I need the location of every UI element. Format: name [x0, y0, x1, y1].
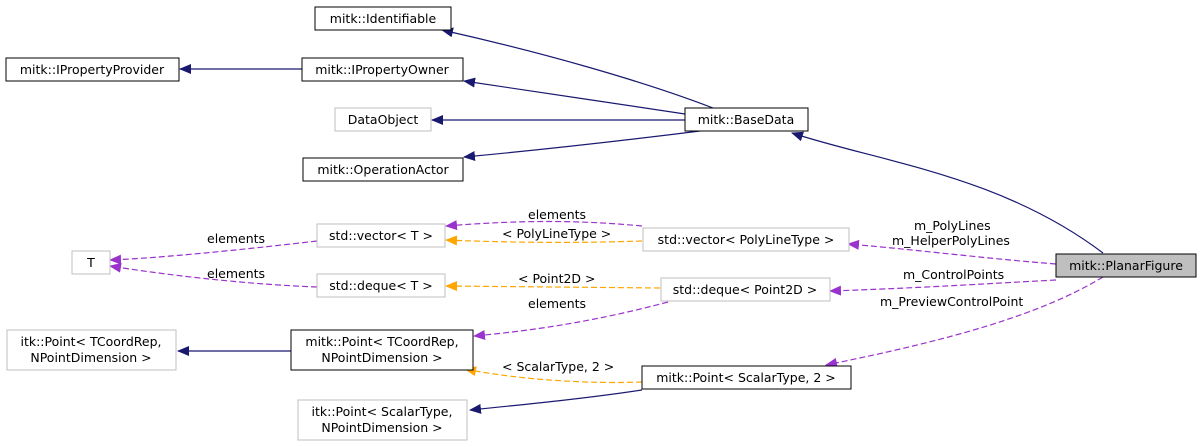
node-mitk-basedata[interactable]: mitk::BaseData	[684, 107, 809, 132]
svg-text:mitk::Point< TCoordRep,: mitk::Point< TCoordRep,	[305, 334, 458, 349]
node-std-deque-t[interactable]: std::deque< T >	[316, 273, 446, 298]
node-mitk-identifiable[interactable]: mitk::Identifiable	[314, 6, 452, 31]
edge-label-poly-lines: m_PolyLines	[914, 218, 991, 233]
svg-text:mitk::IPropertyOwner: mitk::IPropertyOwner	[315, 62, 449, 77]
node-std-vector-t[interactable]: std::vector< T >	[316, 223, 446, 248]
node-itk-point-scalartype[interactable]: itk::Point< ScalarType, NPointDimension …	[297, 399, 468, 441]
edge-planarfigure-to-basedata	[791, 131, 1104, 254]
edge-planarfigure-to-mitkpointscalar	[825, 276, 1104, 368]
edge-label-preview-control-point: m_PreviewControlPoint	[880, 294, 1023, 309]
svg-text:mitk::IPropertyProvider: mitk::IPropertyProvider	[20, 62, 165, 77]
svg-text:DataObject: DataObject	[348, 112, 419, 127]
edge-mitkpointscalar-to-mitkpoint-template	[464, 366, 643, 384]
node-mitk-ipropertyowner[interactable]: mitk::IPropertyOwner	[301, 57, 464, 82]
svg-text:NPointDimension >: NPointDimension >	[30, 350, 151, 365]
node-mitk-point-tcoordrep[interactable]: mitk::Point< TCoordRep, NPointDimension …	[290, 329, 474, 371]
node-mitk-ipropertyprovider[interactable]: mitk::IPropertyProvider	[5, 57, 180, 82]
node-itk-point-tcoordrep[interactable]: itk::Point< TCoordRep, NPointDimension >	[6, 329, 177, 371]
svg-text:mitk::Point< ScalarType, 2 >: mitk::Point< ScalarType, 2 >	[656, 370, 836, 385]
edge-basedata-to-operationactor	[463, 130, 701, 161]
svg-text:std::vector< T >: std::vector< T >	[329, 228, 433, 243]
edge-planarfigure-to-dequepoint2d	[829, 279, 1057, 296]
edge-label-point-elements: elements	[528, 296, 586, 311]
edge-label-polyline-type: < PolyLineType >	[502, 226, 611, 241]
edge-dequepoint2d-to-dequet-template	[445, 281, 661, 292]
svg-text:NPointDimension >: NPointDimension >	[321, 420, 442, 435]
edge-label-t-elements-vector: elements	[207, 231, 265, 246]
svg-text:itk::Point< TCoordRep,: itk::Point< TCoordRep,	[20, 334, 161, 349]
svg-text:NPointDimension >: NPointDimension >	[321, 350, 442, 365]
node-mitk-point-scalartype-2[interactable]: mitk::Point< ScalarType, 2 >	[641, 365, 852, 390]
edge-dequepoint2d-to-mitkpoint	[473, 301, 669, 340]
edge-vectort-to-t	[109, 240, 318, 265]
svg-text:std::deque< T >: std::deque< T >	[329, 278, 432, 293]
svg-text:mitk::PlanarFigure: mitk::PlanarFigure	[1069, 258, 1183, 273]
edge-label-control-points: m_ControlPoints	[903, 267, 1004, 282]
edge-vectorpolyline-to-vectort	[445, 220, 643, 231]
node-dataobject[interactable]: DataObject	[334, 107, 432, 132]
svg-text:itk::Point< ScalarType,: itk::Point< ScalarType,	[312, 404, 453, 419]
svg-text:std::deque< Point2D >: std::deque< Point2D >	[673, 282, 817, 297]
edge-label-t-elements-deque: elements	[207, 266, 265, 281]
edge-vectorpolyline-to-vectort-template	[445, 235, 643, 246]
node-std-deque-point2d[interactable]: std::deque< Point2D >	[660, 277, 831, 302]
node-mitk-operationactor[interactable]: mitk::OperationActor	[302, 157, 464, 182]
edge-label-helper-poly-lines: m_HelperPolyLines	[892, 233, 1010, 248]
svg-text:mitk::Identifiable: mitk::Identifiable	[330, 11, 437, 26]
svg-text:mitk::BaseData: mitk::BaseData	[698, 112, 795, 127]
svg-text:mitk::OperationActor: mitk::OperationActor	[317, 162, 449, 177]
edge-basedata-to-identifiable	[441, 27, 714, 109]
edge-basedata-to-ipropertyowner	[463, 77, 686, 115]
edge-label-point2d: < Point2D >	[518, 271, 596, 286]
edge-planarfigure-to-vectorpolyline	[847, 239, 1057, 265]
edge-label-vector-elements: elements	[528, 207, 586, 222]
svg-text:std::vector< PolyLineType >: std::vector< PolyLineType >	[658, 232, 835, 247]
node-std-vector-polylinetype[interactable]: std::vector< PolyLineType >	[642, 227, 850, 252]
node-mitk-planarfigure[interactable]: mitk::PlanarFigure	[1055, 253, 1197, 278]
edge-mitkpointscalar-to-itkpointscalar	[469, 389, 643, 414]
edge-label-scalartype-2: < ScalarType, 2 >	[502, 359, 614, 374]
edge-dequet-to-t	[109, 262, 318, 288]
node-t[interactable]: T	[71, 250, 111, 275]
svg-text:T: T	[86, 255, 95, 270]
